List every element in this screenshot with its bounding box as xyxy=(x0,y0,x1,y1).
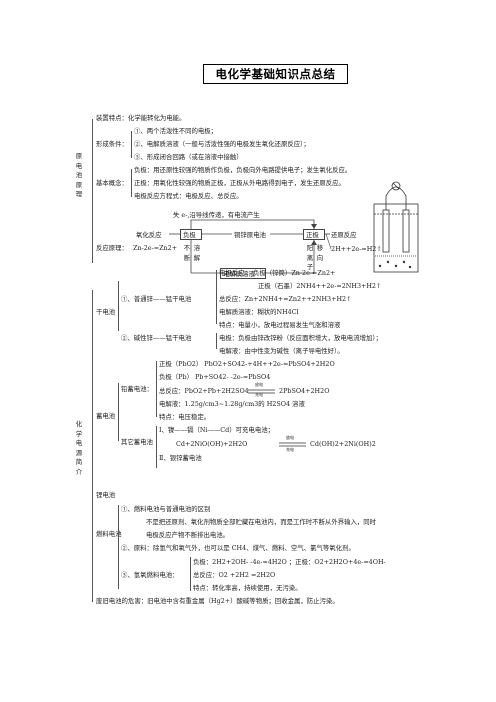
dry-alkaline-2: 电解液：由中性变为碱性（离子导电性好）。 xyxy=(219,347,344,355)
right-vertical-2: 移向 xyxy=(316,244,324,262)
electron-flow-text: 失 e-,沿导线传递，有电流产生 xyxy=(173,211,260,219)
electrolyte-box xyxy=(220,268,266,279)
waste-battery: 废旧电池的危害：旧电池中含有重金属（Hg2+）酸碱等物质；回收金属，防止污染。 xyxy=(96,597,339,605)
formation-3: ③、形成闭合回路（或在溶液中接触） xyxy=(134,153,243,161)
reaction-label: 反应原理： xyxy=(96,244,128,252)
brace-fuel xyxy=(118,505,119,589)
dry-common-3: 总反应：Zn+2NH4+=Zn2++2NH3+H2↑ xyxy=(219,295,352,303)
dry-common-2: 正极（石墨）2NH4++2e-=2NH3+H2↑ xyxy=(258,282,382,290)
other-2b: Cd(OH)2+2Ni(OH)2 xyxy=(310,440,376,448)
brace-dry xyxy=(118,281,119,331)
left-vertical-1: 不断 xyxy=(183,244,191,262)
concept-1: 负极：用还原性较强的物质作负极，负极向外电路提供电子；发生氧化反应。 xyxy=(134,166,352,174)
lead-1: 正极（PbO2） PbO2+SO42-+4H++2e-=PbSO4+2H2O xyxy=(159,360,335,368)
fuel-cell-label-1: 燃料电池 xyxy=(96,530,122,538)
dry-common-4: 电解质溶液：糊状的NH4Cl xyxy=(219,308,299,316)
concept-3: 电极反应方程式：电极反应、总反应。 xyxy=(134,192,243,200)
fuel-3: 电极反应产物不断排出电池。 xyxy=(146,531,230,539)
fuel-1: ①、燃料电池与普通电池的区别 xyxy=(121,505,211,513)
discharge-label-1: 放电 xyxy=(255,382,263,387)
fuel-6: ③、氢氧燃料电池： xyxy=(121,571,179,579)
zn-equation: Zn-2e-=Zn2+ xyxy=(133,244,178,252)
lead-3b: 2PbSO4+2H2O xyxy=(279,387,330,395)
oxidation-text: 氧化反应 xyxy=(136,231,162,239)
fuel-7: 总反应：O2 +2H2 =2H2O xyxy=(193,571,276,579)
dry-alkaline-1: 电极：负极由锌改锌粉（反应面积增大，放电电流增加）； xyxy=(219,334,382,342)
page-title: 电化学基础知识点总结 xyxy=(203,64,348,84)
dry-cell-label: 干电池 xyxy=(96,308,116,316)
dry-common-1: 电极反应： 负极（锌筒）Zn-2e-=Zn2+ xyxy=(219,269,336,277)
lithium-battery: 锂电池 xyxy=(96,491,116,499)
lead-4: 电解液：1.25g/cm3~1.28g/cm3的 H2SO4 溶液 xyxy=(159,400,305,408)
lead-3: 总反应：PbO2+Pb+2H2SO4 xyxy=(159,387,249,395)
brace-h2o2 xyxy=(190,557,191,591)
brace-dry-common xyxy=(216,270,217,324)
fuel-2: 不是把还原剂、氧化剂物质全部贮藏在电池内，而是工作时不断从外界输入，同时 xyxy=(146,518,377,526)
lead-acid-label: 铅蓄电池： xyxy=(121,385,153,393)
charge-label-1: 充电 xyxy=(255,392,263,397)
right-vertical-1: 阳离子 xyxy=(306,244,314,271)
section-label-principle: 原电池原理 xyxy=(75,152,83,198)
brace-lead xyxy=(156,361,157,417)
storage-battery-label: 蓄电池 xyxy=(96,412,116,420)
dry-common-5: 特点：电量小，放电过程易发生气涨和溶液 xyxy=(219,321,341,329)
section-label-batteries: 化学电源简介 xyxy=(75,420,83,476)
positive-box xyxy=(303,229,325,240)
fuel-4: ②、原料：除氢气和氧气外，也可以是 CH4、煤气、燃料、空气、氯气等氧化剂。 xyxy=(121,544,355,552)
brace-storage xyxy=(118,383,119,441)
lead-5: 特点：电压稳定。 xyxy=(159,413,211,421)
brace-concept xyxy=(131,169,132,197)
brace-formation xyxy=(131,131,132,158)
brace-batteries xyxy=(92,290,93,602)
formation-label: 形成条件： xyxy=(96,140,128,148)
formation-1: ①、两个活泼性不同的电极； xyxy=(134,127,218,135)
device-feature: 装置特点：化学能转化为电能。 xyxy=(96,114,186,122)
negative-text: 负极 xyxy=(183,231,196,239)
other-battery-label: 其它蓄电池 xyxy=(121,438,153,446)
lead-2: 负极（Pb） Pb+SO42- -2e-=PbSO4 xyxy=(159,373,271,381)
h-equation: 2H++2e-=H2↑ xyxy=(331,245,382,253)
brace-dry-alkaline xyxy=(216,333,217,349)
dry-alkaline-title: ②、碱性锌——锰干电池 xyxy=(121,334,192,342)
other-3: Ⅱ、银锌蓄电池 xyxy=(159,454,202,462)
charge-label-2: 充电 xyxy=(286,447,294,452)
cell-name: 铜锌原电池 xyxy=(234,231,266,239)
dry-common-title: ①、普通锌——锰干电池 xyxy=(121,295,192,303)
reduction-text: 还原反应 xyxy=(331,231,357,239)
negative-box xyxy=(180,229,202,240)
left-vertical-2: 溶解 xyxy=(193,244,201,262)
other-2: Cd+2NiO(OH)+2H2O xyxy=(176,440,248,448)
concept-label: 基本概念： xyxy=(96,179,128,187)
fuel-8: 特点：转化率高，持续使用，无污染。 xyxy=(193,584,302,592)
fuel-5: 负极：2H2+2OH- -4e-=4H2O ；正极：O2+2H2O+4e-=4O… xyxy=(193,558,386,566)
brace-other xyxy=(156,426,157,468)
positive-text: 正极 xyxy=(306,231,319,239)
other-1: Ⅰ、镍——镉（Ni——Cd）可充电电池； xyxy=(159,426,274,434)
formation-2: ②、电解质溶液（一般与活泼性强的电极发生氧化还原反应）； xyxy=(134,140,310,148)
discharge-label-2: 放电 xyxy=(286,435,294,440)
concept-2: 正极：用氧化性较强的物质正极，正极从外电路得到电子，发生还原反应。 xyxy=(134,179,345,187)
brace-principle xyxy=(92,119,93,263)
electrolyte-text: 电解质溶液 xyxy=(223,270,255,278)
